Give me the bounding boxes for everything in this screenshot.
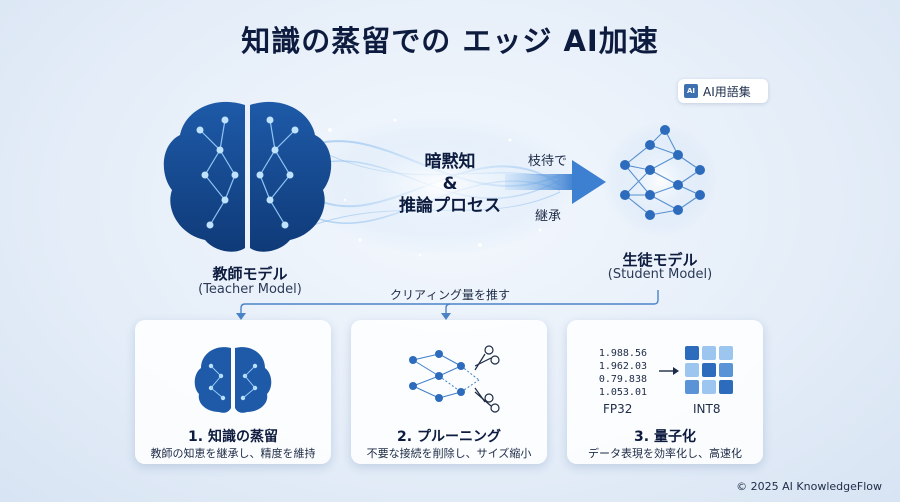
- glow: [300, 115, 580, 255]
- transfer-upper-label: 枝待で: [528, 154, 568, 169]
- fp-value-4: 1.053.01: [598, 387, 647, 398]
- card-2-title: 2. プルーニング: [397, 429, 501, 445]
- fp-value-2: 1.962.03: [598, 361, 647, 372]
- student-label-en: (Student Model): [607, 267, 713, 282]
- transfer-line-2: &: [442, 174, 458, 194]
- connector-arrowheads: [236, 313, 451, 320]
- teacher-label: 教師モデル: [212, 265, 288, 283]
- card-3-desc: データ表現を効率化し、高速化: [588, 447, 742, 460]
- card-pruning: 2. プルーニング 不要な接続を削除し、サイズ縮小: [351, 320, 547, 464]
- transfer-line-1: 暗黙知: [424, 152, 476, 172]
- page-title: 知識の蒸留での エッジ AI加速: [241, 24, 659, 58]
- card-2-desc: 不要な接続を削除し、サイズ縮小: [366, 447, 532, 460]
- card-distillation: 1. 知識の蒸留 教師の知恵を継承し、精度を維持: [135, 320, 331, 464]
- fp-value-1: 1.988.56: [598, 348, 647, 359]
- student-network-icon: [602, 122, 718, 238]
- connector-label: クリアィング量を推す: [389, 288, 510, 302]
- card-1-desc: 教師の知恵を継承し、精度を維持: [150, 447, 316, 460]
- glossary-label: AI用語集: [703, 84, 751, 99]
- pruned-network-icon: [409, 345, 500, 413]
- brain-icon: [194, 347, 272, 413]
- teacher-label-en: (Teacher Model): [198, 282, 302, 297]
- int8-label: INT8: [693, 402, 721, 416]
- copyright: © 2025 AI KnowledgeFlow: [736, 480, 882, 493]
- teacher-brain-icon: [163, 101, 332, 252]
- transfer-arrow: [505, 160, 606, 204]
- student-label: 生徒モデル: [622, 251, 698, 269]
- transfer-line-3: 推論プロセス: [399, 196, 501, 216]
- connector-lines: [240, 290, 659, 316]
- card-quantization: 1.988.56 1.962.03 0.79.838 1.053.01 FP32…: [567, 320, 763, 464]
- sparkles: [328, 118, 542, 257]
- card-3-title: 3. 量子化: [634, 429, 696, 445]
- card-1-title: 1. 知識の蒸留: [188, 429, 278, 445]
- arrow-right-icon: [659, 367, 679, 375]
- book-icon: AI: [684, 84, 698, 98]
- transfer-lower-label: 継承: [535, 209, 562, 224]
- fp32-label: FP32: [603, 402, 633, 416]
- fp-value-3: 0.79.838: [598, 374, 647, 385]
- scissors-icon: [474, 345, 500, 413]
- glossary-button[interactable]: AI AI用語集: [678, 79, 768, 103]
- int8-grid-icon: [685, 346, 733, 394]
